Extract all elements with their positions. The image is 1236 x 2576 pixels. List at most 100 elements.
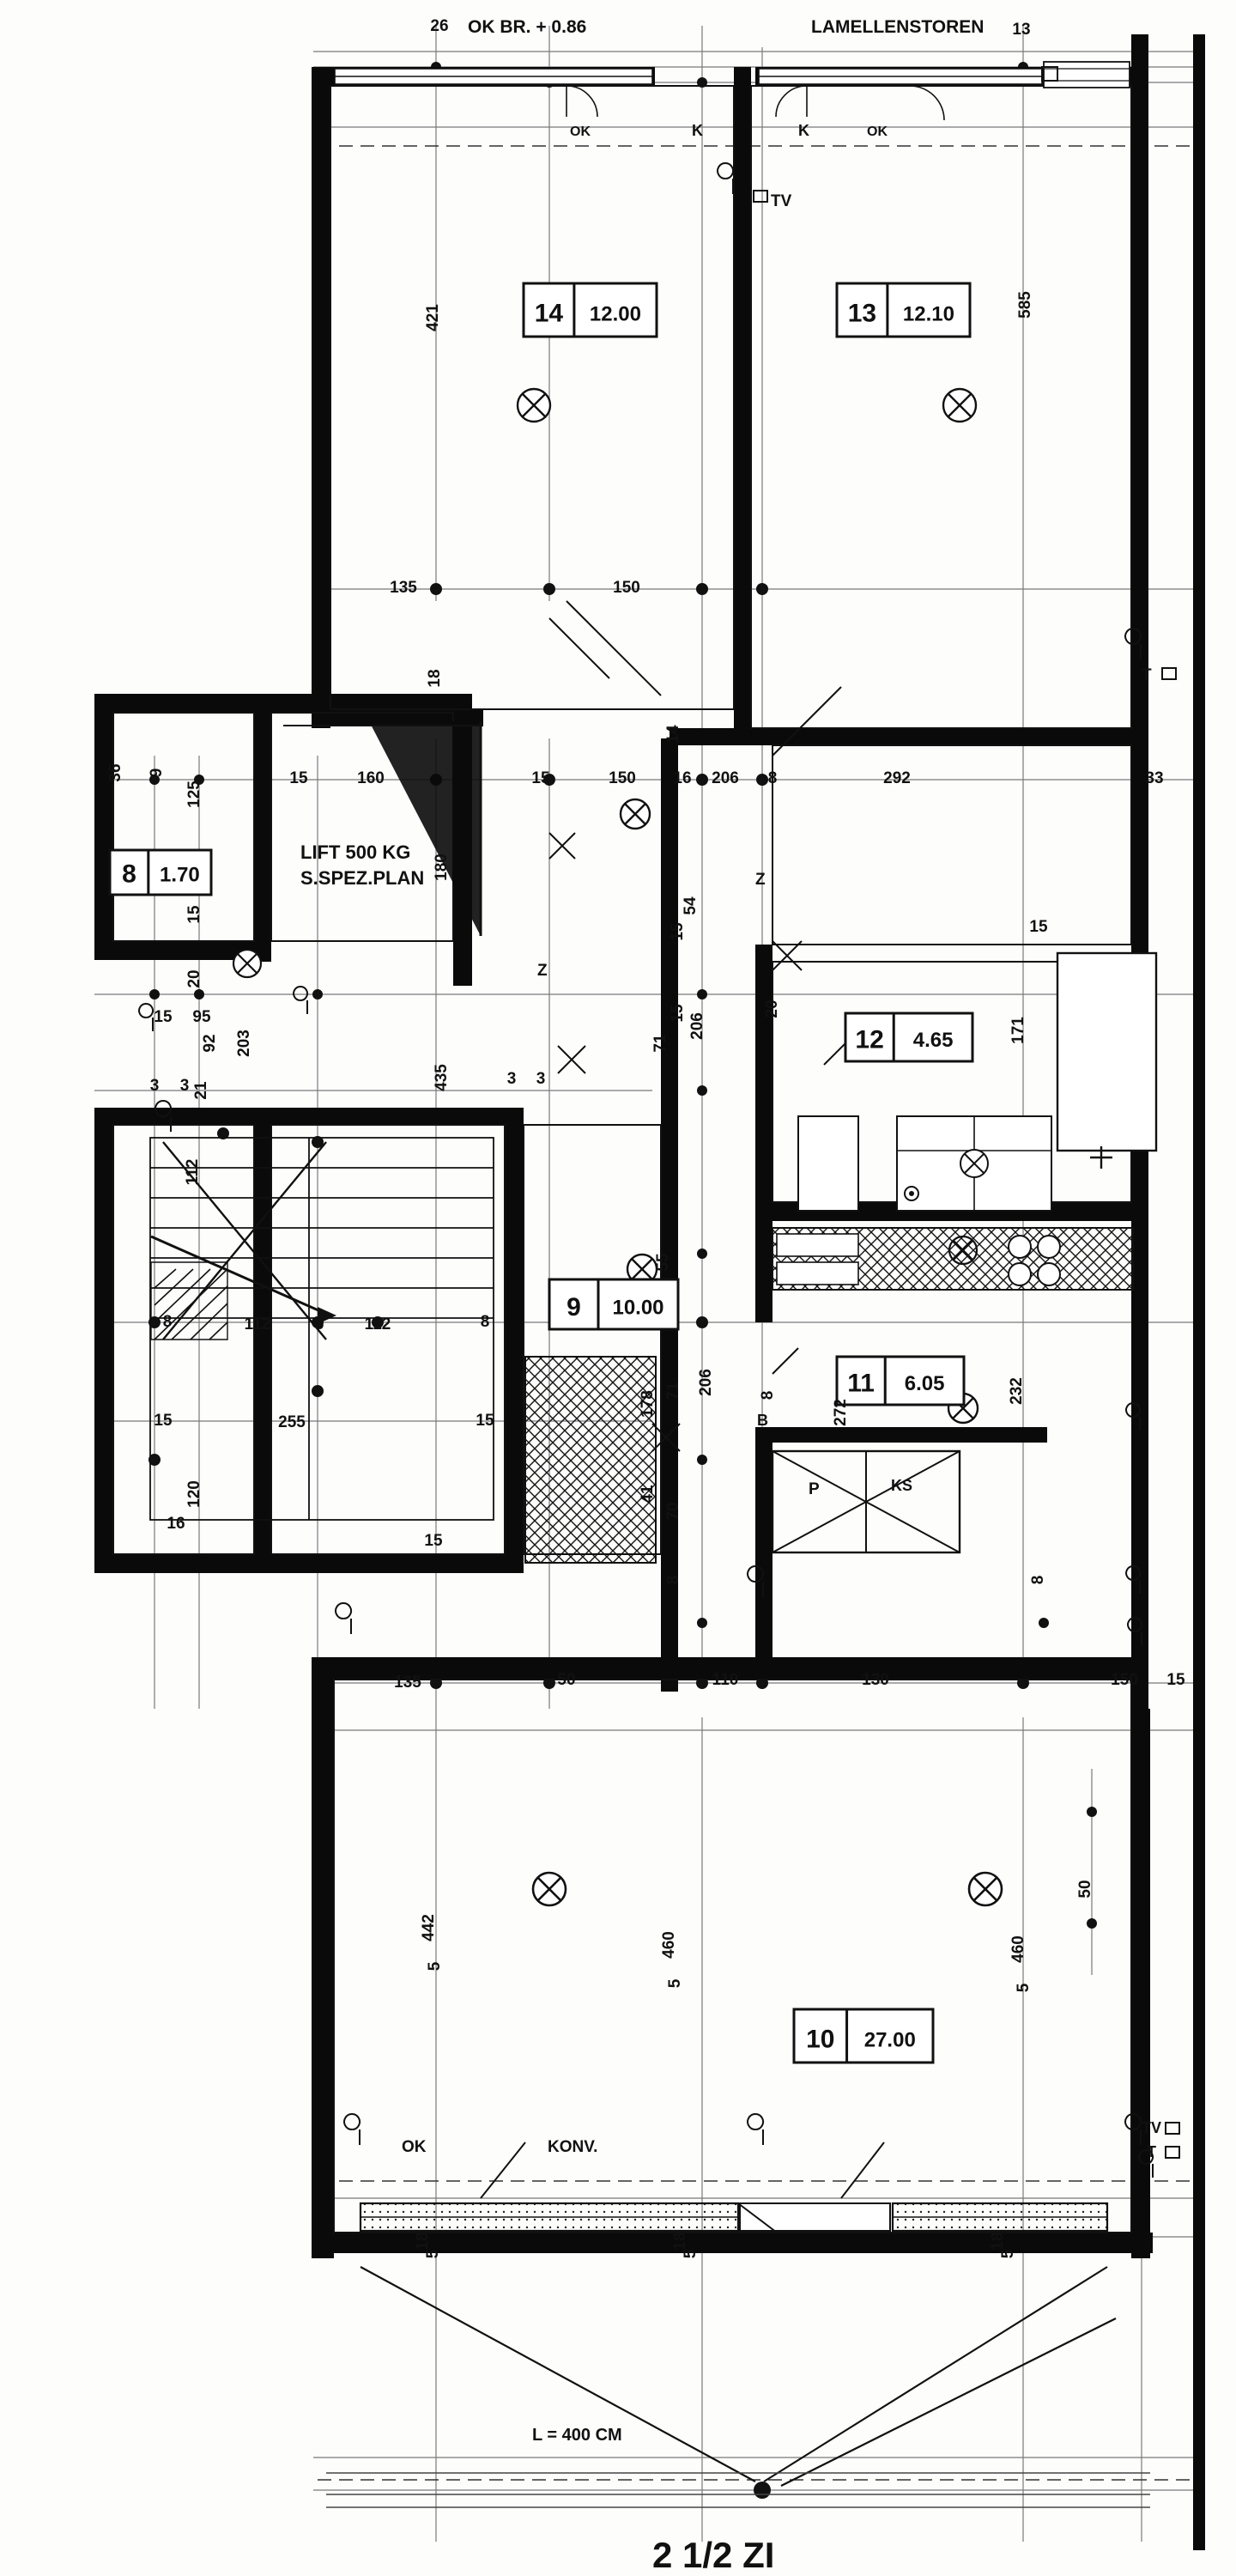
annotation-length-note: L = 400 CM <box>532 2426 622 2445</box>
annotation-b: B <box>757 1412 768 1429</box>
dimension-text: 110 <box>712 1671 739 1689</box>
lift-shaft <box>283 721 482 936</box>
annotation-ok-small-1: OK <box>570 125 591 139</box>
annotation-k-left: K <box>692 122 703 139</box>
dimension-text: 8 <box>664 1576 682 1585</box>
room-label-box <box>108 848 213 896</box>
dimension-text: 180 <box>433 854 451 881</box>
annotation-lift-line1: LIFT 500 KG <box>300 841 410 863</box>
dimension-text: 70 <box>664 1502 682 1520</box>
dimension-text: 460 <box>660 1931 678 1959</box>
dimension-text: 203 <box>235 1030 253 1057</box>
room-area: 10.00 <box>612 1297 663 1320</box>
dimension-text: 15 <box>289 769 308 787</box>
dimension-text: 33 <box>1145 769 1163 787</box>
dimension-text: 16 <box>673 769 691 787</box>
dimension-text: 5 <box>1015 1983 1033 1992</box>
dimension-text: 5 <box>424 2249 442 2258</box>
outlet-symbols <box>753 66 1180 2159</box>
annotation-tv-bottom: TV <box>1142 2119 1161 2136</box>
room-label-box <box>548 1278 680 1331</box>
dimension-text: 232 <box>1008 1377 1026 1405</box>
annotation-k-right: K <box>798 122 809 139</box>
dimension-text: 5 <box>315 1315 324 1334</box>
kitchen-counter <box>772 1227 1134 1291</box>
dimension-text: 120 <box>185 1480 203 1508</box>
dimension-text: 8 <box>163 1313 173 1331</box>
dimension-text: 206 <box>712 769 739 787</box>
annotation-tv-top: TV <box>771 192 792 210</box>
dimension-text: 16 <box>167 1515 185 1533</box>
dimension-text: 3 <box>507 1070 517 1088</box>
annotation-lift-line2: S.SPEZ.PLAN <box>300 867 424 889</box>
room-area: 1.70 <box>160 863 200 886</box>
dimension-text: 71 <box>664 1382 682 1400</box>
dimension-text: 125 <box>185 781 203 808</box>
bathroom-fixtures <box>797 951 1158 1212</box>
dimension-text: 36 <box>106 763 124 781</box>
dimension-text: 15 <box>154 1412 173 1430</box>
dimension-text: 15 <box>185 905 203 924</box>
room-number: 11 <box>847 1369 875 1397</box>
dimension-text: 54 <box>682 896 700 915</box>
room-number: 10 <box>806 2026 834 2054</box>
annotation-z-1: Z <box>537 962 548 980</box>
dimension-text: 92 <box>201 1034 219 1052</box>
dimension-text: 112 <box>365 1315 391 1334</box>
annotation-ok-left: OK <box>402 2138 427 2156</box>
dimension-text: 8 <box>481 1313 490 1331</box>
dimension-text: 20 <box>185 969 203 987</box>
annotation-ks: KS <box>891 1477 912 1494</box>
dimension-text: 15 <box>531 769 550 787</box>
dimension-text: 150 <box>1111 1671 1138 1689</box>
dimension-text: 150 <box>613 579 640 597</box>
dimension-text: 9 <box>148 769 166 778</box>
dimension-text: 13 <box>1012 21 1030 39</box>
dimension-text: 5 <box>999 2249 1017 2258</box>
dimension-text: 135 <box>390 579 417 597</box>
dimension-text: 206 <box>688 1012 706 1040</box>
dimension-text: 21 <box>192 1081 210 1100</box>
annotation-ok-br: OK BR. + 0.86 <box>468 17 586 37</box>
axis-dashed-lines <box>318 145 1202 2481</box>
dimension-text: 15 <box>1166 1671 1185 1689</box>
dimension-text: 460 <box>1009 1935 1027 1963</box>
dimension-text: 112 <box>245 1315 271 1334</box>
annotation-lamellenstoren: LAMELLENSTOREN <box>811 17 984 37</box>
balcony-glazing <box>359 2202 1109 2233</box>
room-area: 12.10 <box>903 302 954 325</box>
annotation-p: P <box>809 1480 820 1498</box>
room-number: 13 <box>848 300 876 328</box>
annotation-z-2: Z <box>755 871 766 889</box>
room-label-13: 13 12.10 <box>835 282 972 338</box>
dimension-text: 26 <box>430 17 448 35</box>
balcony-diagonals <box>360 2266 1117 2487</box>
dimension-text: 3 <box>536 1070 546 1088</box>
dimension-text: 15 <box>1029 918 1048 936</box>
room-label-box <box>835 282 972 338</box>
dimension-text: 135 <box>394 1674 421 1692</box>
room-label-box <box>844 1012 974 1063</box>
dimension-text: 5 <box>666 1978 684 1988</box>
room-label-box <box>522 282 658 338</box>
dimension-text: 55 <box>654 1253 672 1272</box>
balcony-rail-lines <box>326 2472 1150 2508</box>
dimension-text: 18 <box>671 2232 689 2250</box>
annotation-konv: KONV. <box>548 2138 597 2156</box>
dimension-text: 5 <box>682 2249 700 2258</box>
dimension-text: 3 <box>180 1077 190 1095</box>
dimension-text: 442 <box>420 1914 438 1941</box>
dimension-text: 18 <box>414 2232 432 2250</box>
wall-outlines <box>112 85 1132 2233</box>
dimension-text: 112 <box>184 1159 202 1186</box>
dimension-text: 15 <box>424 1532 443 1550</box>
room-area: 12.00 <box>590 302 641 325</box>
dimension-text: 50 <box>1076 1880 1094 1898</box>
